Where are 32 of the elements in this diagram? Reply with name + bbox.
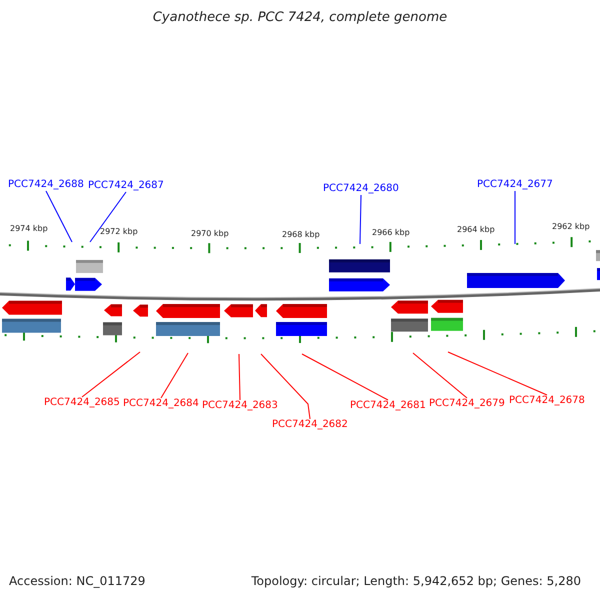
gene-label: PCC7424_2683	[202, 401, 278, 411]
footer-text: Accession: NC_011729	[9, 575, 146, 587]
leader-line	[514, 190, 516, 244]
title: Cyanothece sp. PCC 7424, complete genome	[152, 11, 448, 24]
leader-line	[90, 192, 126, 242]
scale-label: 2970 kbp	[191, 230, 229, 238]
leader-line	[448, 352, 548, 396]
gene-label: PCC7424_2679	[429, 399, 505, 409]
leader-line	[412, 352, 468, 398]
footer-text: Topology: circular; Length: 5,942,652 bp; Genes: 5,280	[251, 575, 581, 587]
scale-label: 2966 kbp	[372, 229, 410, 237]
scale-label: 2968 kbp	[282, 231, 320, 239]
gene-label: PCC7424_2687	[88, 181, 164, 191]
leader-line	[360, 194, 362, 244]
gene-label: PCC7424_2688	[8, 180, 84, 190]
scale-label: 2974 kbp	[10, 225, 48, 233]
leader-line	[82, 352, 140, 398]
leader-line	[260, 354, 310, 420]
scale-label: 2964 kbp	[457, 226, 495, 234]
scale-label: 2972 kbp	[100, 228, 138, 236]
gene-label: PCC7424_2682	[272, 420, 348, 430]
gene-label: PCC7424_2680	[323, 184, 399, 194]
gene-label: PCC7424_2677	[477, 180, 553, 190]
leader-line	[302, 354, 388, 400]
gene-label: PCC7424_2681	[350, 401, 426, 411]
gene-label: PCC7424_2684	[123, 399, 199, 409]
leader-line	[46, 190, 72, 242]
leader-line	[238, 354, 240, 400]
gene-label: PCC7424_2678	[509, 396, 585, 406]
scale-label: 2962 kbp	[552, 223, 590, 231]
gene-label: PCC7424_2685	[44, 398, 120, 408]
leader-line	[160, 352, 188, 398]
